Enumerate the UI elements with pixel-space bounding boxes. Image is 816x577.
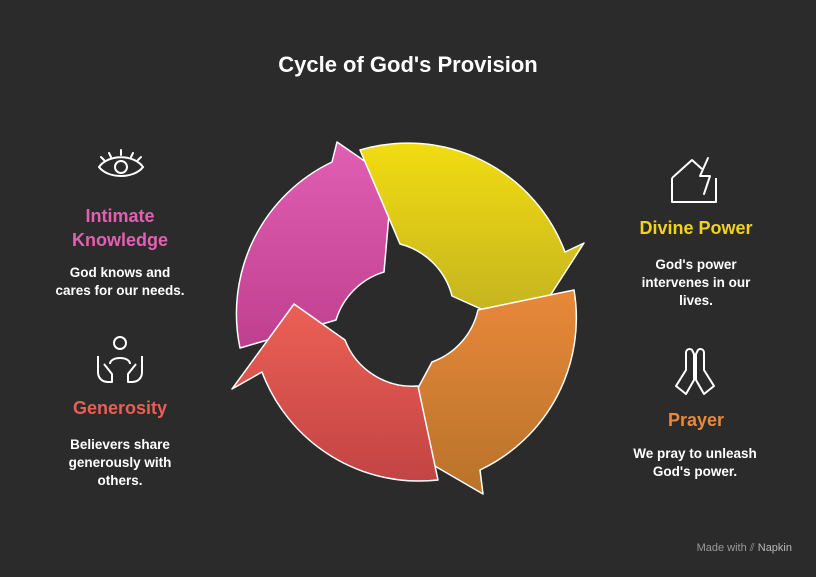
- step-title-divine-power: Divine Power: [639, 218, 753, 238]
- step-title-prayer: Prayer: [667, 410, 725, 430]
- watermark-prefix: Made with: [696, 542, 747, 554]
- step-description-prayer: We pray to unleash God's power.: [633, 446, 757, 479]
- page-title: Cycle of God's Provision: [278, 52, 538, 77]
- napkin-watermark[interactable]: Made with ⫽ Napkin: [697, 542, 792, 555]
- person-hands-icon: [97, 336, 143, 383]
- step-description-divine-power: God's power intervenes in our lives.: [641, 257, 751, 308]
- watermark-brand: Napkin: [757, 542, 792, 554]
- eye-icon: [97, 149, 145, 177]
- napkin-logo-icon: ⫽: [749, 542, 755, 554]
- step-description-generosity: Believers share generously with others.: [68, 437, 172, 488]
- step-description-intimate-knowledge: God knows and cares for our needs.: [55, 265, 185, 298]
- house-lightning-icon: [671, 157, 717, 203]
- step-title-generosity: Generosity: [72, 398, 168, 418]
- cycle-arrow-generosity: [231, 303, 439, 482]
- cycle-arrow-intimate-knowledge: [235, 141, 393, 349]
- praying-hands-icon: [675, 348, 715, 395]
- cycle-arrow-divine-power: [359, 142, 585, 331]
- cycle-arrow-prayer: [389, 289, 578, 495]
- step-title-intimate-knowledge: Intimate Knowledge: [71, 206, 168, 250]
